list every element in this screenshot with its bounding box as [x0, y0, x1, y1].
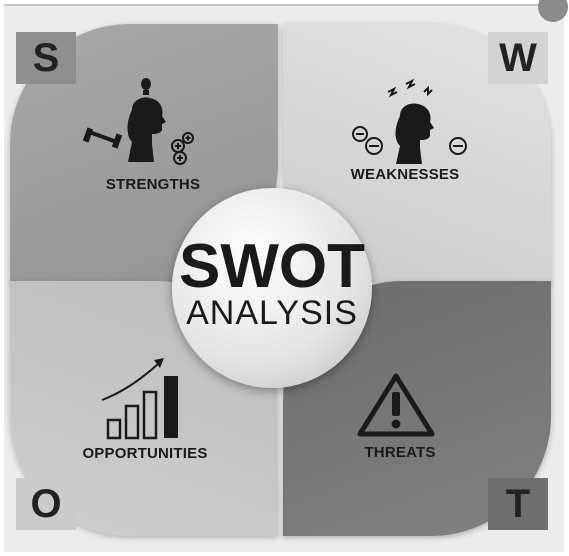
weaknesses-letter: W: [488, 32, 548, 84]
weaknesses-label: WEAKNESSES: [350, 166, 460, 183]
head-stress-icon: [352, 78, 467, 164]
growth-bar-chart-icon: [101, 358, 178, 440]
opportunities-label: OPPORTUNITIES: [82, 445, 208, 462]
head-lightbulb-icon: [82, 78, 194, 165]
opportunities-letter: O: [16, 478, 76, 530]
center-circle: [172, 188, 372, 388]
strengths-label: STRENGTHS: [105, 176, 201, 193]
corner-dot: [538, 0, 568, 22]
swot-title: SWOT: [179, 232, 365, 301]
strengths-letter: S: [16, 32, 76, 84]
threats-letter: T: [488, 478, 548, 530]
warning-triangle-icon: [357, 373, 435, 437]
swot-subtitle: ANALYSIS: [186, 294, 358, 332]
threats-label: THREATS: [364, 444, 436, 461]
